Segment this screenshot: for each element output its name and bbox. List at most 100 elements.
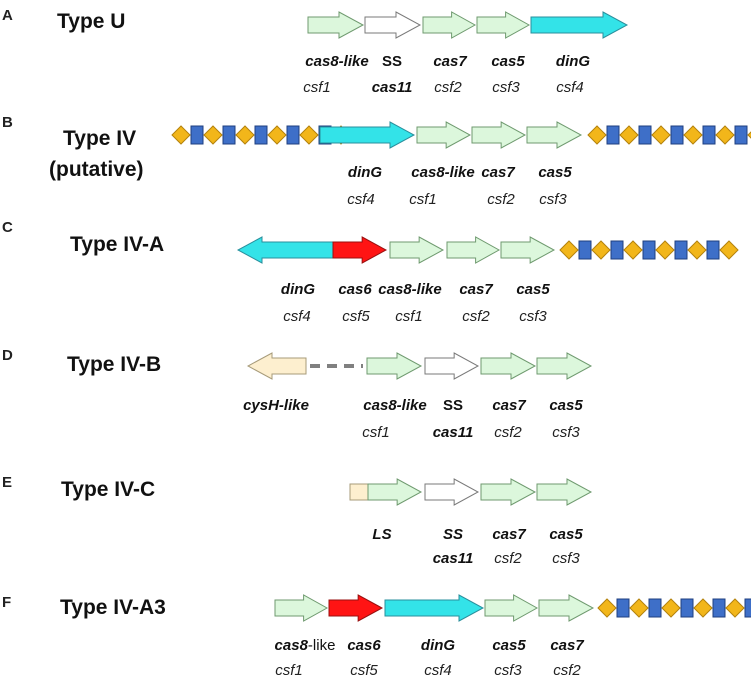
gene-arrow: [480, 352, 537, 380]
panel-title: Type U: [57, 10, 125, 33]
gene-alias: csf1: [362, 424, 390, 441]
panel-title: Type IV-C: [61, 478, 155, 501]
crispr-repeat-diamond: [629, 598, 649, 618]
crispr-spacer-box: [712, 598, 726, 618]
gene-alias: csf1: [409, 191, 437, 208]
gene-arrow: [366, 352, 423, 380]
gene-label: SS: [443, 397, 463, 414]
gene-alias: cas11: [433, 550, 474, 567]
crispr-repeat-diamond: [719, 240, 739, 260]
gene-cas7: cas7 csf2: [480, 478, 537, 567]
gene-arrow: [389, 236, 445, 264]
panel-title: Type IV: [63, 127, 136, 150]
crispr-repeat-diamond: [661, 598, 681, 618]
gene-arrow: [236, 236, 335, 264]
crispr-repeat-diamond: [651, 125, 671, 145]
gene-alias: csf4: [556, 79, 584, 96]
gene-cas8-like: cas8-like csf1: [378, 236, 445, 325]
panel-letter: A: [2, 7, 13, 24]
gene-label: cas5: [538, 164, 572, 181]
gene-label: LS: [372, 526, 391, 543]
panel-letter: E: [2, 474, 12, 491]
gene-cas8-like: cas8-like csf1: [274, 594, 336, 679]
gene-cysh-like: cysH-like: [243, 352, 309, 414]
crispr-repeat-diamond: [235, 125, 255, 145]
gene-arrow: [328, 594, 384, 622]
gene-arrow: [526, 121, 583, 149]
gene-arrow: [384, 594, 485, 622]
gene-alias: csf4: [347, 191, 375, 208]
gene-label: cas7: [433, 53, 467, 70]
gene-arrow: [367, 478, 423, 506]
panel-letter: C: [2, 219, 13, 236]
gene-arrow: [446, 236, 501, 264]
crispr-spacer-box: [578, 240, 592, 260]
gene-alias: cas11: [372, 79, 413, 96]
crispr-repeat-diamond: [619, 125, 639, 145]
crispr-repeat-diamond: [591, 240, 611, 260]
gene-label: cas7: [492, 526, 526, 543]
gene-label: cas5: [492, 637, 526, 654]
gene-label: cas8-like: [275, 637, 336, 654]
crispr-repeat-diamond: [725, 598, 745, 618]
gene-ls: LS: [349, 478, 423, 543]
gene-alias: csf2: [434, 79, 462, 96]
crispr-spacer-box: [734, 125, 748, 145]
crispr-spacer-box: [706, 240, 720, 260]
gene-label: cas5: [491, 53, 525, 70]
gene-arrow: [536, 352, 593, 380]
gene-arrow: [480, 478, 537, 506]
crispr-spacer-box: [190, 125, 204, 145]
crispr-spacer-box: [680, 598, 694, 618]
crispr-spacer-box: [610, 240, 624, 260]
gene-arrow: [416, 121, 472, 149]
ls-domain-block: [349, 483, 369, 501]
gene-cas7: cas7 csf2: [422, 11, 477, 96]
panel-title: Type IV-A3: [60, 596, 166, 619]
crispr-repeat-diamond: [299, 125, 319, 145]
gene-arrow: [246, 352, 307, 380]
panel-letter: B: [2, 114, 13, 131]
gene-alias: csf1: [395, 308, 423, 325]
gene-label: cas8-like: [411, 164, 474, 181]
gene-label: dinG: [556, 53, 590, 70]
gene-arrow: [536, 478, 593, 506]
gene-alias: csf3: [492, 79, 520, 96]
crispr-spacer-box: [674, 240, 688, 260]
crispr-spacer-box: [286, 125, 300, 145]
gene-arrow: [319, 121, 416, 149]
panel-title-line-2: (putative): [49, 158, 144, 181]
crispr-repeat-diamond: [715, 125, 735, 145]
crispr-spacer-box: [222, 125, 236, 145]
gene-label: dinG: [421, 637, 455, 654]
gene-alias: csf4: [283, 308, 311, 325]
crispr-repeat-diamond: [559, 240, 579, 260]
gene-alias: csf4: [424, 662, 452, 679]
crispr-spacer-box: [254, 125, 268, 145]
gene-alias: csf2: [494, 550, 522, 567]
crispr-repeat-diamond: [693, 598, 713, 618]
gene-label: cas8-like: [378, 281, 441, 298]
gene-arrow: [424, 478, 480, 506]
gene-alias: csf1: [275, 662, 303, 679]
gene-cas5: cas5 csf3: [476, 11, 531, 96]
crispr-spacer-box: [648, 598, 662, 618]
crispr-spacer-box: [702, 125, 716, 145]
crispr-spacer-box: [642, 240, 656, 260]
gene-arrow: [364, 11, 422, 39]
